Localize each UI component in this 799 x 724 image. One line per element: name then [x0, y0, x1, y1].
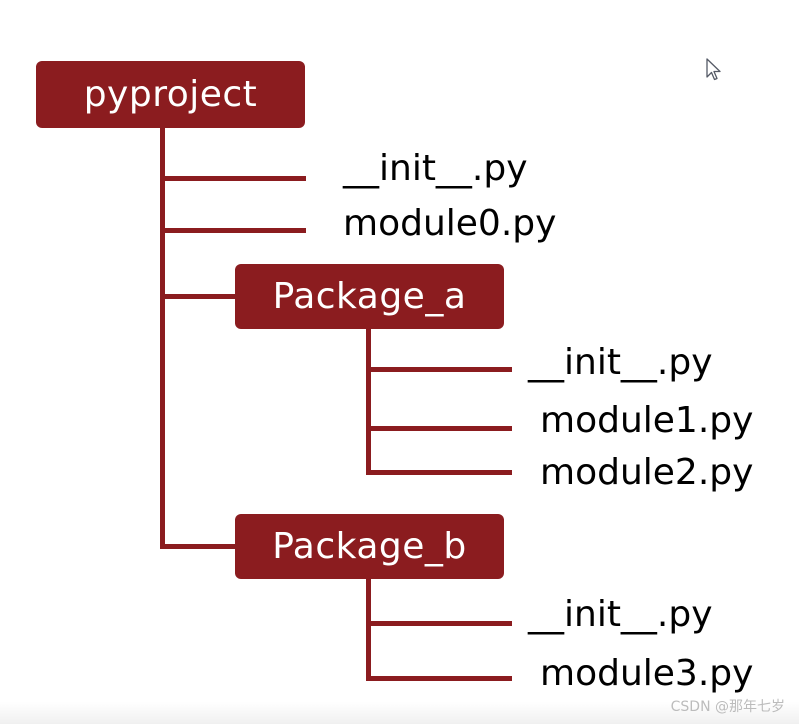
file-module2: module2.py	[540, 452, 754, 493]
connector-root-init	[160, 176, 306, 181]
package-b-trunk-line	[366, 579, 371, 681]
file-root-init: __init__.py	[343, 148, 528, 189]
mouse-pointer-icon	[706, 58, 722, 86]
connector-a-init	[366, 367, 512, 372]
file-a-init: __init__.py	[528, 342, 713, 383]
root-node-label: pyproject	[83, 74, 258, 115]
watermark: CSDN @那年七岁	[670, 699, 785, 715]
file-module1: module1.py	[540, 400, 754, 441]
package-a-trunk-line	[366, 329, 371, 475]
package-b-label: Package_b	[272, 526, 467, 567]
connector-a-module1	[366, 426, 512, 431]
connector-b-init	[366, 621, 512, 626]
connector-a-module2	[366, 470, 512, 475]
bottom-shadow	[0, 702, 799, 724]
connector-root-package-a	[160, 294, 236, 299]
package-a-label: Package_a	[272, 276, 467, 317]
package-node-a: Package_a	[235, 264, 504, 329]
connector-root-module0	[160, 228, 306, 233]
root-node-pyproject: pyproject	[36, 61, 305, 128]
file-module3: module3.py	[540, 653, 754, 694]
connector-b-module3	[366, 676, 512, 681]
package-node-b: Package_b	[235, 514, 504, 579]
connector-root-package-b	[160, 544, 236, 549]
root-trunk-line	[160, 128, 165, 549]
file-b-init: __init__.py	[528, 594, 713, 635]
file-module0: module0.py	[343, 203, 557, 244]
